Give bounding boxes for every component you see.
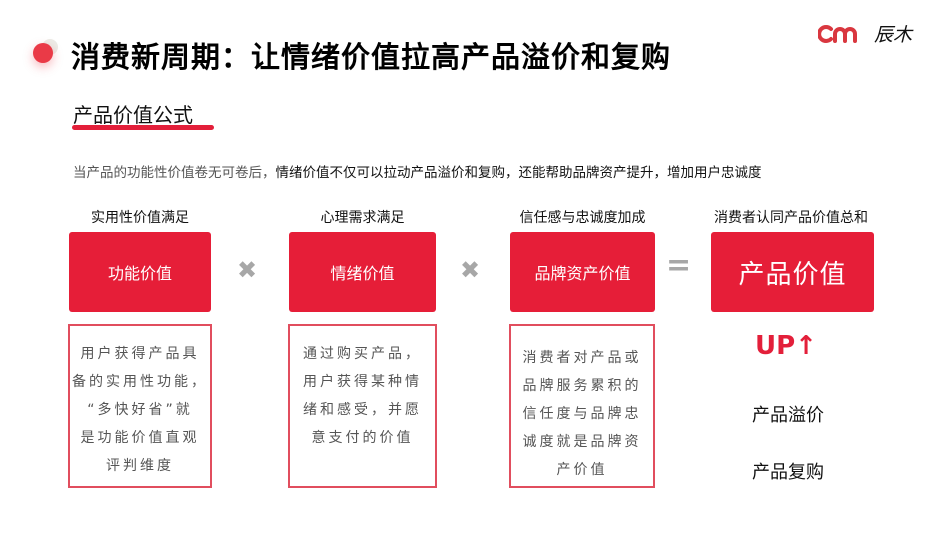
- label-brand: 信任感与忠诚度加成: [519, 210, 646, 226]
- brand-asset-value-box: 品牌资产价值: [510, 232, 655, 312]
- page-title: 消费新周期：让情绪价值拉高产品溢价和复购: [71, 40, 672, 74]
- outcome-repurchase: 产品复购: [752, 462, 824, 483]
- brand-asset-description: 消费者对产品或 品牌服务累积的 信任度与品牌忠 诚度就是品牌资 产价值: [509, 324, 655, 488]
- multiply-icon: ✖: [460, 256, 481, 284]
- label-result: 消费者认同产品价值总和: [714, 210, 868, 226]
- label-emotional: 心理需求满足: [320, 210, 405, 226]
- logo-text: 辰木: [874, 24, 913, 46]
- intro-strong: 情绪价值不仅可以拉动产品溢价和复购，还能帮助品牌资产提升，增加用户忠诚度: [275, 165, 762, 181]
- functional-value-box: 功能价值: [69, 232, 211, 312]
- intro-normal: 当产品的功能性价值卷无可卷后，: [73, 165, 276, 181]
- product-value-box: 产品价值: [711, 232, 874, 312]
- outcome-premium: 产品溢价: [752, 405, 824, 426]
- functional-value-description: 用户获得产品具 备的实用性功能， “多快好省”就 是功能价值直观 评判维度: [68, 324, 212, 488]
- emotional-value-description: 通过购买产品， 用户获得某种情 绪和感受，并愿 意支付的价值: [288, 324, 437, 488]
- section-subtitle: 产品价值公式: [73, 103, 193, 127]
- emotional-value-box: 情绪价值: [289, 232, 436, 312]
- title-bullet-icon: [33, 39, 58, 65]
- label-functional: 实用性价值满足: [91, 210, 189, 226]
- brand-logo: 辰木: [818, 20, 912, 47]
- cm-logo-icon: [818, 24, 857, 43]
- intro-text: 当产品的功能性价值卷无可卷后，情绪价值不仅可以拉动产品溢价和复购，还能帮助品牌资…: [73, 161, 762, 181]
- subtitle-underline: [72, 125, 214, 130]
- equals-icon: =: [666, 248, 692, 283]
- up-arrow-label: UP↑: [755, 331, 817, 361]
- multiply-icon: ✖: [237, 256, 258, 284]
